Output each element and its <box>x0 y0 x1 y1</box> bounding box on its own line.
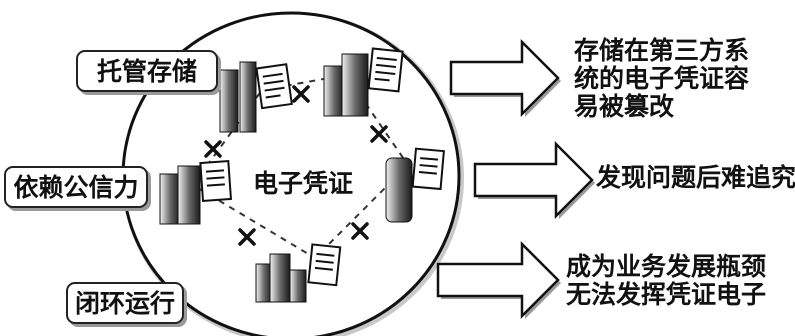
label-rely-on-credibility: 依赖公信力 <box>4 166 148 208</box>
building-document-icon <box>159 160 233 225</box>
broken-link-icon <box>204 140 222 158</box>
arrow-icon <box>473 140 595 220</box>
arrow-icon <box>436 240 561 320</box>
statement-bottleneck-line-2: 无法发挥凭证电子 <box>566 280 767 309</box>
statement-tamper-line-2: 统的电子凭证容 <box>574 64 750 93</box>
broken-link-icon <box>351 222 369 240</box>
statement-tamper-line-1: 存储在第三方系 <box>574 36 750 65</box>
broken-link-icon <box>292 85 310 103</box>
label-closed-loop: 闭环运行 <box>66 282 184 324</box>
building-document-icon <box>323 47 404 117</box>
label-custody-storage: 托管存储 <box>76 50 218 92</box>
broken-link-icon <box>238 228 256 246</box>
building-document-icon <box>255 243 342 303</box>
broken-link-icon <box>370 125 388 143</box>
building-document-icon <box>219 61 293 133</box>
center-label: 电子凭证 <box>253 169 354 198</box>
building-document-icon <box>385 147 445 223</box>
arrow-icon <box>449 38 561 118</box>
statement-accountability: 发现问题后难追究 <box>596 163 795 192</box>
statement-tamper-line-3: 易被篡改 <box>574 92 675 121</box>
broken-link-markers <box>204 85 388 246</box>
statement-bottleneck-line-1: 成为业务发展瓶颈 <box>566 252 767 281</box>
